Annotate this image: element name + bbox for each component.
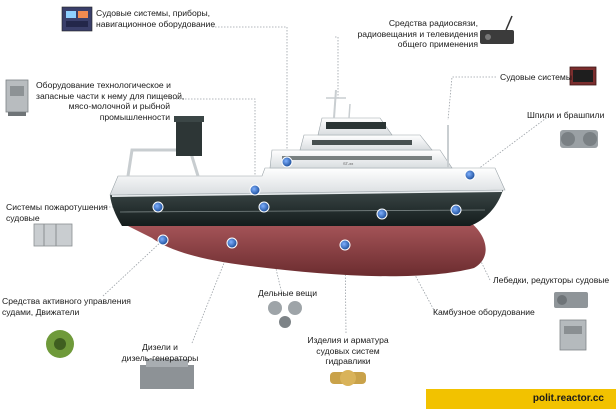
main-deck [109,167,506,196]
marker-fire[interactable] [152,201,164,213]
label-reducers: Лебедки, редукторы судовые [493,275,610,285]
marker-propulsion[interactable] [157,234,169,246]
monitor-icon [569,66,597,86]
marker-winches[interactable] [464,169,476,181]
label-hydraulics: Изделия и арматура судовых систем гидрав… [307,335,389,366]
hull-lower [120,222,486,277]
diesel-engine-icon [140,359,194,389]
funnel [176,120,202,156]
deck-fittings-icon [268,301,302,328]
hull-marking: ST-xx [343,161,353,166]
valve-icon [330,370,366,386]
label-winches: Шпили и брашпили [527,110,605,120]
label-galley: Камбузное оборудование [433,307,535,317]
label-navigation: Судовые системы, приборы, навигационное … [96,8,216,29]
marker-diesel[interactable] [226,237,238,249]
galley-icon [559,319,587,351]
marker-hydraulics[interactable] [339,239,351,251]
label-diesel: Дизели и дизель-генераторы [121,342,199,363]
label-deck-fittings: Дельные вещи [258,288,318,298]
site-watermark[interactable]: polit.reactor.cc [426,389,616,409]
tech-machine-icon [5,79,29,116]
fire-system-icon [33,223,73,247]
thruster-icon [46,330,74,358]
label-tech-equipment: Оборудование технологическое и запасные … [36,80,185,122]
marker-tech-equipment[interactable] [249,184,261,196]
label-ship-systems: Судовые системы [500,72,573,82]
hull-upper [110,190,503,226]
label-fire: Системы пожаротушения судовые [6,202,108,223]
winch-icon [560,130,598,148]
marker-navigation[interactable] [281,156,293,168]
reducer-icon [554,292,588,308]
aft-gantry [126,148,200,177]
label-radio: Средства радиосвязи, радиовещания и теле… [357,18,478,49]
label-propulsion: Средства активного управления судами, Дв… [2,296,131,317]
marker-deck-fittings[interactable] [258,201,270,213]
marker-galley[interactable] [376,208,388,220]
navigation-device-icon [61,6,93,32]
radio-device-icon [480,15,514,44]
equipment-markers [152,156,476,251]
marker-reducers[interactable] [450,204,462,216]
